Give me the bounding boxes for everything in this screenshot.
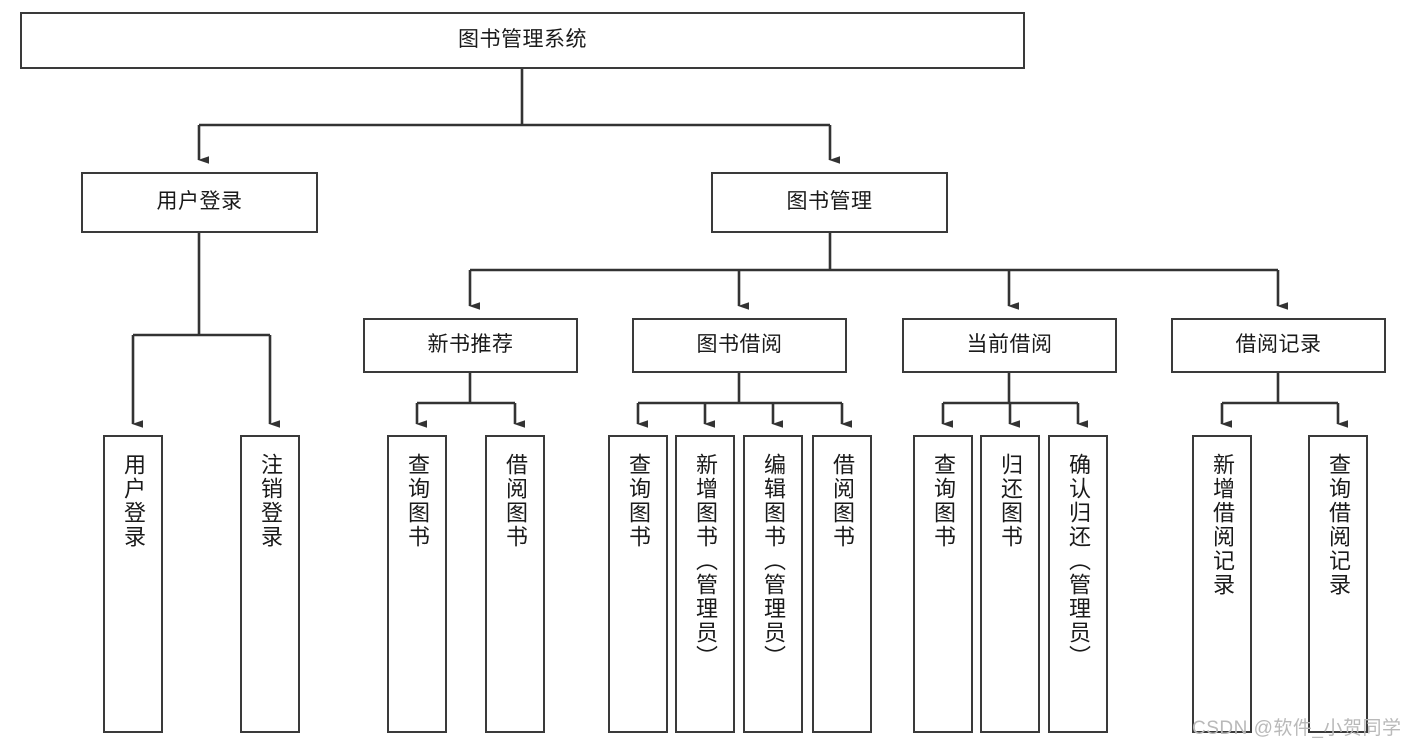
node-user-login-label: 用户登录 <box>156 190 243 214</box>
node-new-book-rec-label: 新书推荐 <box>427 333 514 357</box>
node-leaf-query-record-label: 查询借阅记录 <box>1326 453 1351 597</box>
node-leaf-user-login[interactable]: 用户登录 <box>103 435 163 733</box>
node-leaf-user-logout-label: 注销登录 <box>258 453 283 549</box>
node-leaf-borrow-book-2-label: 借阅图书 <box>830 453 855 549</box>
node-leaf-confirm-return-label: 确认归还（管理员） <box>1066 453 1091 669</box>
node-book-manage-label: 图书管理 <box>786 190 873 214</box>
node-leaf-add-book-label: 新增图书（管理员） <box>693 453 718 669</box>
node-leaf-add-book[interactable]: 新增图书（管理员） <box>675 435 735 733</box>
csdn-watermark: CSDN @软件_小贺同学 <box>1192 718 1402 739</box>
node-leaf-return-book[interactable]: 归还图书 <box>980 435 1040 733</box>
node-user-login[interactable]: 用户登录 <box>81 172 318 233</box>
node-leaf-edit-book-label: 编辑图书（管理员） <box>761 453 786 669</box>
node-current-borrow-label: 当前借阅 <box>966 333 1053 357</box>
node-root-label: 图书管理系统 <box>458 28 587 52</box>
node-leaf-return-book-label: 归还图书 <box>998 453 1023 549</box>
node-leaf-user-login-label: 用户登录 <box>121 453 146 549</box>
node-leaf-query-book-3[interactable]: 查询图书 <box>913 435 973 733</box>
node-current-borrow[interactable]: 当前借阅 <box>902 318 1117 373</box>
node-book-borrow[interactable]: 图书借阅 <box>632 318 847 373</box>
node-leaf-query-book-1[interactable]: 查询图书 <box>387 435 447 733</box>
node-book-borrow-label: 图书借阅 <box>696 333 783 357</box>
node-leaf-user-logout[interactable]: 注销登录 <box>240 435 300 733</box>
node-book-manage[interactable]: 图书管理 <box>711 172 948 233</box>
node-leaf-borrow-book-1[interactable]: 借阅图书 <box>485 435 545 733</box>
node-leaf-query-book-1-label: 查询图书 <box>405 453 430 549</box>
node-leaf-borrow-book-1-label: 借阅图书 <box>503 453 528 549</box>
node-borrow-record-label: 借阅记录 <box>1235 333 1322 357</box>
node-leaf-edit-book[interactable]: 编辑图书（管理员） <box>743 435 803 733</box>
node-leaf-add-record-label: 新增借阅记录 <box>1210 453 1235 597</box>
node-leaf-add-record[interactable]: 新增借阅记录 <box>1192 435 1252 733</box>
node-leaf-confirm-return[interactable]: 确认归还（管理员） <box>1048 435 1108 733</box>
node-leaf-query-record[interactable]: 查询借阅记录 <box>1308 435 1368 733</box>
node-leaf-query-book-2[interactable]: 查询图书 <box>608 435 668 733</box>
node-leaf-query-book-2-label: 查询图书 <box>626 453 651 549</box>
node-leaf-borrow-book-2[interactable]: 借阅图书 <box>812 435 872 733</box>
node-borrow-record[interactable]: 借阅记录 <box>1171 318 1386 373</box>
node-root[interactable]: 图书管理系统 <box>20 12 1025 69</box>
node-new-book-rec[interactable]: 新书推荐 <box>363 318 578 373</box>
node-leaf-query-book-3-label: 查询图书 <box>931 453 956 549</box>
